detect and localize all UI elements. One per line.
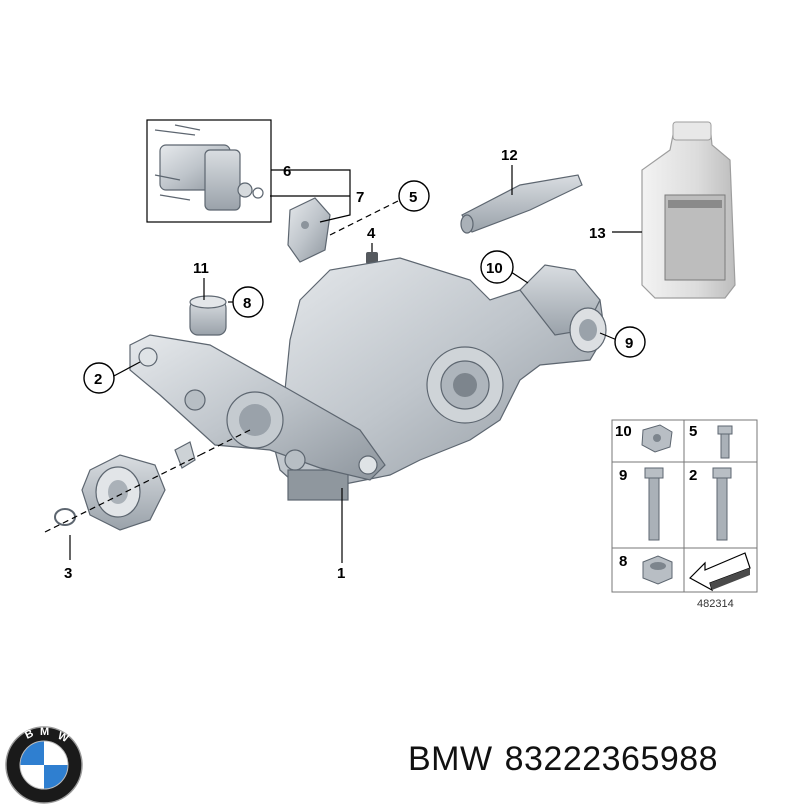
callout-10: 10 — [486, 260, 503, 277]
table-cell-8: 8 — [619, 553, 627, 570]
callout-12: 12 — [501, 147, 518, 164]
callout-5: 5 — [409, 189, 417, 206]
callout-4: 4 — [367, 225, 376, 242]
bracket-part — [287, 197, 331, 263]
callout-labels: 1 2 3 4 5 6 7 8 9 10 11 12 13 — [64, 147, 646, 582]
callout-9: 9 — [625, 335, 633, 352]
differential-housing — [129, 257, 607, 501]
table-cell-9: 9 — [619, 467, 627, 484]
callout-7: 7 — [356, 189, 364, 206]
figure-number: 482314 — [697, 598, 734, 610]
callout-2: 2 — [94, 371, 102, 388]
short-bolt-icon — [717, 425, 733, 459]
actuator-group — [146, 119, 272, 223]
table-cell-2: 2 — [689, 467, 697, 484]
brand-name: BMW — [408, 740, 493, 778]
svg-text:M: M — [40, 726, 49, 738]
rubber-mount-part — [189, 295, 227, 336]
table-cell-10: 10 — [615, 423, 632, 440]
callout-1: 1 — [337, 565, 345, 582]
callout-11: 11 — [193, 260, 209, 277]
hardware-table: 10 5 9 2 8 482314 — [611, 419, 758, 610]
callout-13: 13 — [589, 225, 606, 242]
brand-caption: BMW 83222365988 — [408, 740, 730, 779]
small-nut-part — [366, 252, 378, 264]
bmw-logo: B M W — [5, 726, 83, 804]
long-bolt-icon-2 — [712, 467, 732, 541]
hex-nut-icon — [642, 555, 673, 585]
callout-8: 8 — [243, 295, 251, 312]
long-bolt-icon-9 — [644, 467, 664, 541]
flange-part — [54, 441, 196, 531]
leader-lines — [44, 165, 642, 563]
oil-bottle-part — [641, 121, 736, 299]
grease-tube-part — [460, 174, 583, 234]
callout-6: 6 — [283, 163, 291, 180]
part-number: 83222365988 — [504, 740, 719, 778]
callout-3: 3 — [64, 565, 72, 582]
table-cell-5: 5 — [689, 423, 697, 440]
